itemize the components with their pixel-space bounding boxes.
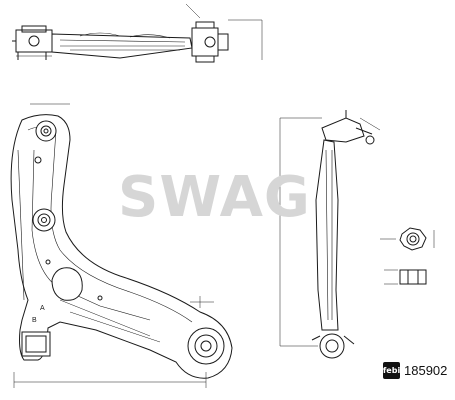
main-view bbox=[10, 103, 233, 388]
side-view bbox=[279, 110, 381, 359]
datum-label-a: A bbox=[40, 305, 45, 312]
nut-side-detail bbox=[384, 269, 427, 285]
febi-logo-icon: febi bbox=[383, 361, 400, 379]
top-view bbox=[12, 3, 263, 63]
part-number-badge: febi 185902 bbox=[383, 360, 453, 380]
nut-detail bbox=[380, 227, 435, 251]
part-number: 185902 bbox=[404, 362, 448, 378]
brand-watermark: SWAG bbox=[118, 165, 311, 230]
datum-label-b: B bbox=[32, 317, 37, 324]
